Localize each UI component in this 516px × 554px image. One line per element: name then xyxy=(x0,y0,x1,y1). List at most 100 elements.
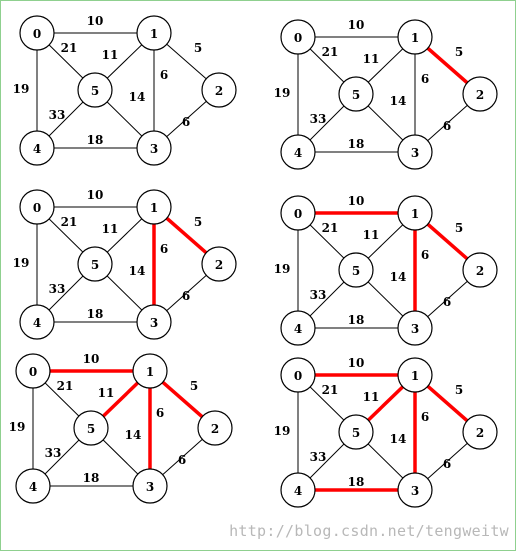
edge-weight-5-3: 14 xyxy=(129,90,146,104)
edge-weight-1-3: 6 xyxy=(421,410,429,424)
node-label-1: 1 xyxy=(411,369,419,383)
edge-weight-1-3: 6 xyxy=(156,406,164,420)
edge-weight-2-3: 6 xyxy=(178,453,186,467)
edge-weight-4-3: 18 xyxy=(87,307,104,321)
node-label-3: 3 xyxy=(146,480,154,494)
node-4 xyxy=(19,304,55,340)
edge-weight-1-3: 6 xyxy=(421,72,429,86)
node-1 xyxy=(397,195,433,231)
node-label-4: 4 xyxy=(294,146,302,160)
edge-weight-5-3: 14 xyxy=(125,428,142,442)
node-3 xyxy=(397,134,433,170)
edge-weight-0-4: 19 xyxy=(274,424,291,438)
node-label-0: 0 xyxy=(294,31,302,45)
node-label-2: 2 xyxy=(476,264,484,278)
node-2 xyxy=(462,76,498,112)
edge-weight-0-4: 19 xyxy=(274,86,291,100)
node-label-5: 5 xyxy=(87,422,95,436)
edge-weight-5-3: 14 xyxy=(390,270,407,284)
edge-weight-0-5: 21 xyxy=(322,383,339,397)
edge-weight-1-2: 5 xyxy=(190,379,198,393)
edge-weight-5-3: 14 xyxy=(129,264,146,278)
edge-weight-0-1: 10 xyxy=(348,356,365,370)
edge-weight-1-2: 5 xyxy=(455,221,463,235)
node-0 xyxy=(19,189,55,225)
edge-weight-0-4: 19 xyxy=(274,262,291,276)
edge-weight-2-3: 6 xyxy=(443,119,451,133)
edge-weight-1-2: 5 xyxy=(455,45,463,59)
node-label-2: 2 xyxy=(215,258,223,272)
node-label-4: 4 xyxy=(33,316,41,330)
edge-weight-5-4: 33 xyxy=(49,108,66,122)
edge-weight-2-3: 6 xyxy=(443,457,451,471)
node-3 xyxy=(136,304,172,340)
edge-weight-1-2: 5 xyxy=(194,41,202,55)
node-5 xyxy=(73,410,109,446)
edge-weight-1-2: 5 xyxy=(455,383,463,397)
node-0 xyxy=(280,195,316,231)
edge-weight-0-1: 10 xyxy=(83,352,100,366)
node-0 xyxy=(280,19,316,55)
node-label-2: 2 xyxy=(211,422,219,436)
node-3 xyxy=(132,468,168,504)
node-label-2: 2 xyxy=(215,84,223,98)
node-4 xyxy=(280,134,316,170)
node-5 xyxy=(338,414,374,450)
edge-weight-1-5: 11 xyxy=(363,390,380,404)
node-label-5: 5 xyxy=(91,84,99,98)
edge-weight-0-4: 19 xyxy=(13,256,30,270)
node-5 xyxy=(338,76,374,112)
node-label-5: 5 xyxy=(91,258,99,272)
node-2 xyxy=(197,410,233,446)
node-0 xyxy=(280,357,316,393)
edge-weight-5-4: 33 xyxy=(310,288,327,302)
node-3 xyxy=(397,310,433,346)
edge-weight-0-4: 19 xyxy=(9,420,26,434)
edge-weight-0-1: 10 xyxy=(348,18,365,32)
node-4 xyxy=(15,468,51,504)
edge-weight-4-3: 18 xyxy=(348,137,365,151)
node-label-5: 5 xyxy=(352,426,360,440)
edge-weight-1-3: 6 xyxy=(160,242,168,256)
node-label-3: 3 xyxy=(411,146,419,160)
node-label-5: 5 xyxy=(352,88,360,102)
node-label-1: 1 xyxy=(411,31,419,45)
node-5 xyxy=(338,252,374,288)
node-label-0: 0 xyxy=(33,27,41,41)
node-2 xyxy=(462,414,498,450)
edge-weight-4-3: 18 xyxy=(87,133,104,147)
node-1 xyxy=(132,353,168,389)
node-label-0: 0 xyxy=(33,201,41,215)
edge-weight-0-5: 21 xyxy=(61,215,78,229)
node-1 xyxy=(397,357,433,393)
edge-weight-4-3: 18 xyxy=(83,471,100,485)
edge-weight-0-5: 21 xyxy=(61,41,78,55)
node-label-3: 3 xyxy=(150,316,158,330)
node-1 xyxy=(136,189,172,225)
node-2 xyxy=(462,252,498,288)
node-2 xyxy=(201,246,237,282)
edge-weight-5-4: 33 xyxy=(45,446,62,460)
edge-weight-1-5: 11 xyxy=(363,228,380,242)
node-label-3: 3 xyxy=(411,484,419,498)
edge-weight-4-3: 18 xyxy=(348,313,365,327)
edge-weight-0-5: 21 xyxy=(322,45,339,59)
edge-weight-1-5: 11 xyxy=(98,386,115,400)
edge-weight-4-3: 18 xyxy=(348,475,365,489)
node-0 xyxy=(19,15,55,51)
node-1 xyxy=(136,15,172,51)
edge-weight-2-3: 6 xyxy=(182,289,190,303)
node-label-2: 2 xyxy=(476,88,484,102)
edge-weight-1-5: 11 xyxy=(363,52,380,66)
node-label-1: 1 xyxy=(150,201,158,215)
node-label-3: 3 xyxy=(411,322,419,336)
node-label-1: 1 xyxy=(150,27,158,41)
node-4 xyxy=(280,310,316,346)
node-label-0: 0 xyxy=(294,207,302,221)
